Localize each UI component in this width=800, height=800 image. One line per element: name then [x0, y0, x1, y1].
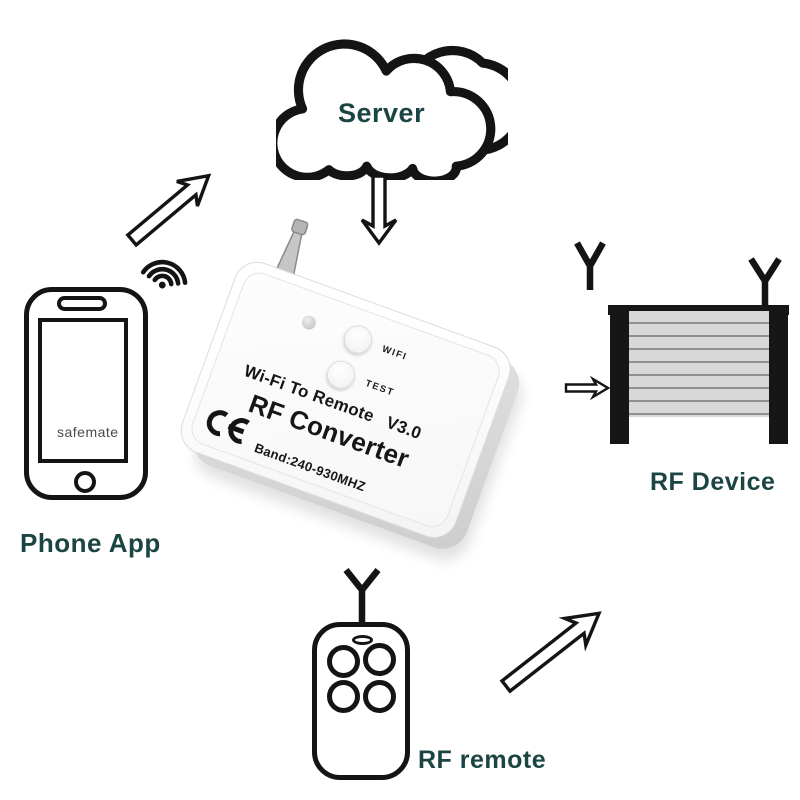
- server-label: Server: [338, 98, 426, 128]
- outline-arrow-remote-to-device: [499, 611, 602, 694]
- outline-arrow-phone-to-server: [125, 173, 212, 248]
- remote-button-4: [363, 680, 396, 713]
- wifi-signal-icon: [140, 259, 188, 289]
- garage-right-post: [769, 305, 788, 444]
- remote-button-2: [363, 643, 396, 676]
- phone-screen: safemate: [38, 318, 128, 463]
- wifi-rf-converter-device: WIFI TEST Wi-Fi To RemoteV3.0 RF Convert…: [173, 255, 518, 545]
- garage-door-slats: [629, 311, 769, 417]
- antenna-icon-remote: [343, 567, 381, 624]
- remote-button-1: [327, 645, 360, 678]
- remote-led: [352, 635, 373, 645]
- rf-device-label: RF Device: [650, 468, 776, 496]
- garage-top-bar: [608, 305, 789, 315]
- cloud-front-shape: [276, 39, 496, 180]
- phone-app-name: safemate: [57, 424, 119, 440]
- phone-speaker: [57, 296, 107, 311]
- rf-remote-outline: [312, 622, 410, 780]
- garage-left-post: [610, 305, 629, 444]
- phone-home-button: [74, 471, 96, 493]
- antenna-icon-device-left: [574, 241, 606, 290]
- outline-arrow-server-to-converter: [360, 174, 398, 246]
- converter-antenna-icon: [275, 218, 309, 276]
- outline-arrow-into-device: [564, 375, 611, 401]
- rf-remote-label: RF remote: [418, 746, 547, 774]
- ce-mark-icon: CE: [206, 410, 250, 445]
- cloud-icon: [276, 39, 508, 180]
- antenna-icon-device-right: [748, 257, 782, 307]
- remote-button-3: [327, 680, 360, 713]
- phone-app-label: Phone App: [20, 528, 161, 558]
